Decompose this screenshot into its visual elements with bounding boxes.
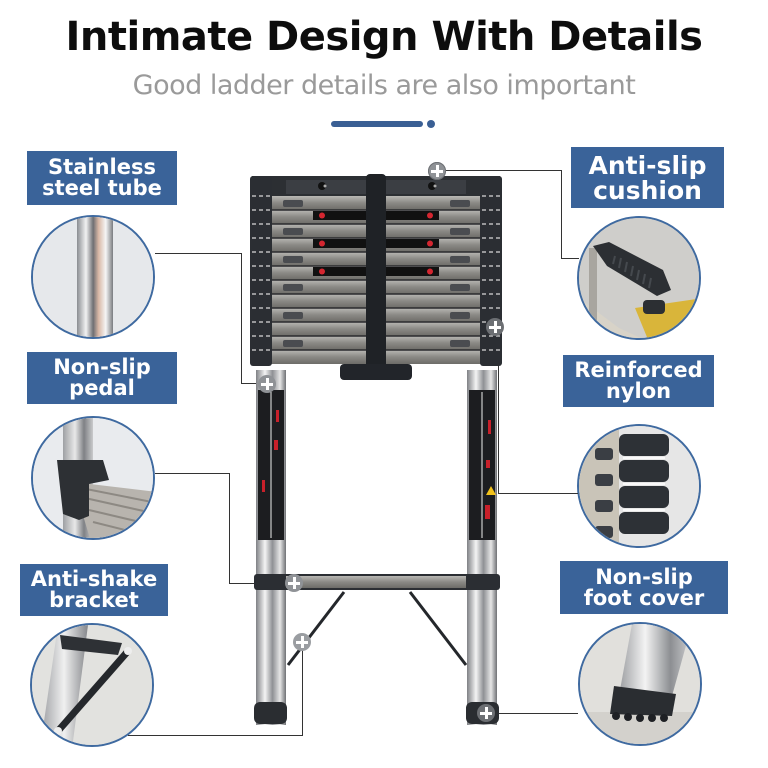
connector-line <box>561 170 562 259</box>
divider-bar <box>331 121 423 127</box>
plus-icon-vertical <box>493 321 497 333</box>
reinforced-nylon-image <box>577 424 701 548</box>
label-line: Non-slip <box>53 355 151 379</box>
feature-label-non-slip-foot-cover: Non-slip foot cover <box>560 561 728 614</box>
label-line: Non-slip <box>595 564 693 589</box>
connector-line <box>498 493 578 494</box>
connector-line <box>229 473 230 583</box>
plus-icon-vertical <box>265 378 269 390</box>
non-slip-pedal-image <box>31 416 155 540</box>
bracket-illustration <box>32 625 152 745</box>
plus-icon-vertical <box>292 577 296 589</box>
feature-label-stainless-steel-tube: Stainless steel tube <box>27 151 177 205</box>
connector-line <box>128 735 302 736</box>
feature-label-non-slip-pedal: Non-slip pedal <box>27 352 177 404</box>
connector-line <box>155 253 242 254</box>
connector-line <box>241 383 261 384</box>
plus-icon-vertical <box>300 636 304 648</box>
feature-label-reinforced-nylon: Reinforced nylon <box>563 355 714 407</box>
stainless-steel-tube-image <box>31 215 155 339</box>
page-title: Intimate Design With Details <box>65 14 703 60</box>
feature-label-anti-slip-cushion: Anti-slip cushion <box>571 147 724 208</box>
anti-shake-bracket-image <box>30 623 154 747</box>
hotspot-anti-shake-bracket[interactable] <box>293 633 311 651</box>
connector-line <box>302 648 303 736</box>
connector-line <box>155 473 230 474</box>
cushion-illustration <box>579 218 699 338</box>
label-line: nylon <box>605 379 672 403</box>
hotspot-non-slip-pedal[interactable] <box>285 574 303 592</box>
label-line: pedal <box>69 376 135 400</box>
foot-cover-illustration <box>580 624 700 744</box>
label-line: cushion <box>593 175 702 205</box>
page-subtitle: Good ladder details are also important <box>132 70 636 101</box>
hotspot-non-slip-foot-cover[interactable] <box>477 704 495 722</box>
label-line: Stainless <box>48 155 156 179</box>
connector-line <box>241 253 242 384</box>
hotspot-reinforced-nylon[interactable] <box>486 318 504 336</box>
hotspot-anti-slip-cushion[interactable] <box>428 162 446 180</box>
label-line: Anti-shake <box>30 567 158 591</box>
non-slip-foot-cover-image <box>578 622 702 746</box>
folded-rungs <box>250 174 502 380</box>
connector-line <box>494 713 578 714</box>
connector-line <box>498 334 499 494</box>
hotspot-stainless-steel-tube[interactable] <box>258 375 276 393</box>
label-line: bracket <box>49 588 139 612</box>
plus-icon-vertical <box>435 165 439 177</box>
connector-line <box>444 170 561 171</box>
divider-dot <box>427 120 435 128</box>
label-line: Anti-slip <box>588 150 707 180</box>
plus-icon-vertical <box>484 707 488 719</box>
label-line: steel tube <box>42 176 162 200</box>
anti-slip-cushion-image <box>577 216 701 340</box>
label-line: foot cover <box>583 585 705 610</box>
connector-line <box>561 258 579 259</box>
steel-tube-illustration <box>33 217 153 337</box>
feature-label-anti-shake-bracket: Anti-shake bracket <box>20 564 168 616</box>
nylon-illustration <box>579 426 699 546</box>
label-line: Reinforced <box>574 358 703 382</box>
pedal-illustration <box>33 418 153 538</box>
